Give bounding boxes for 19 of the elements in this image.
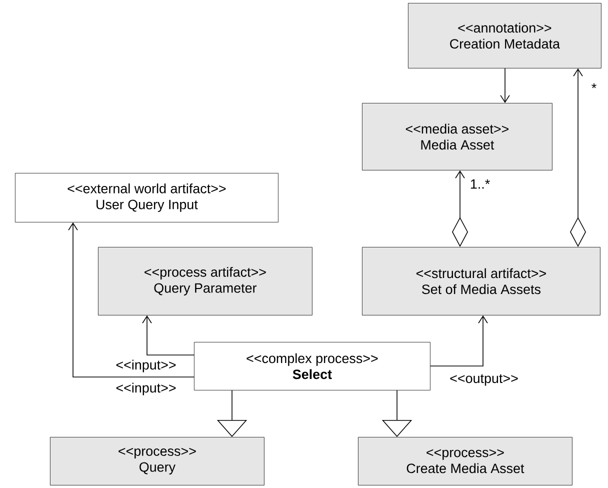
connector (430, 315, 488, 366)
class-box: <<process>> Query (50, 437, 264, 486)
aggregation-arrow (452, 170, 468, 247)
edge-label: <<output>> (448, 373, 520, 387)
class-box: <<structural artifact>> Set of Media Assets (362, 247, 600, 316)
connector (500, 68, 510, 103)
connector (68, 222, 194, 378)
class-box: <<process>> Create Media Asset (358, 437, 572, 486)
aggregation-arrow (570, 68, 586, 247)
class-box: <<annotation>> Creation Metadata (408, 3, 602, 68)
edge-label: 1..* (468, 178, 492, 190)
edge-label: <<input>> (114, 382, 178, 396)
class-box: <<process artifact>> Query Parameter (98, 247, 312, 316)
connector (142, 315, 194, 356)
edge-label: <<input>> (114, 358, 178, 374)
artifact-box: <<complex process>> Select (194, 342, 430, 390)
artifact-box: <<external world artifact>> User Query Input (15, 173, 278, 222)
edge-label: * (590, 82, 598, 94)
class-box: <<media asset>> Media Asset (362, 103, 552, 170)
